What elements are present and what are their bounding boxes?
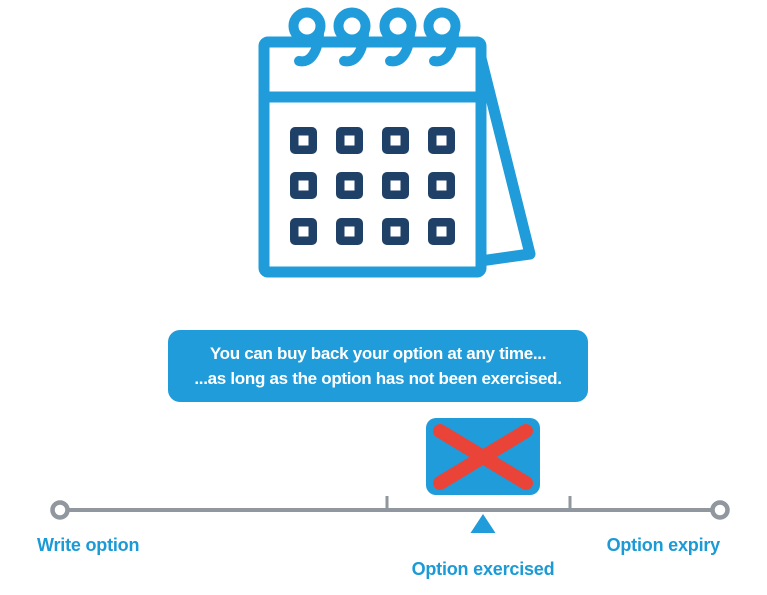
timeline-end-node-icon xyxy=(710,500,730,520)
callout-line-2: ...as long as the option has not been ex… xyxy=(194,369,562,388)
timeline-label-option-expiry: Option expiry xyxy=(606,535,721,555)
x-cross-icon xyxy=(433,424,533,490)
cancel-box xyxy=(426,418,540,495)
calendar-spiral-binding-icon xyxy=(288,7,461,67)
timeline-start-node-icon xyxy=(50,500,70,520)
timeline-label-write-option: Write option xyxy=(37,535,140,555)
callout-line-1: You can buy back your option at any time… xyxy=(209,344,547,363)
calendar-date-grid xyxy=(290,127,455,245)
timeline-label-option-exercised: Option exercised xyxy=(411,559,555,579)
triangle-up-icon xyxy=(470,514,496,533)
calendar-icon xyxy=(258,7,536,278)
timeline xyxy=(50,496,730,533)
callout-bubble: You can buy back your option at any time… xyxy=(168,330,588,402)
